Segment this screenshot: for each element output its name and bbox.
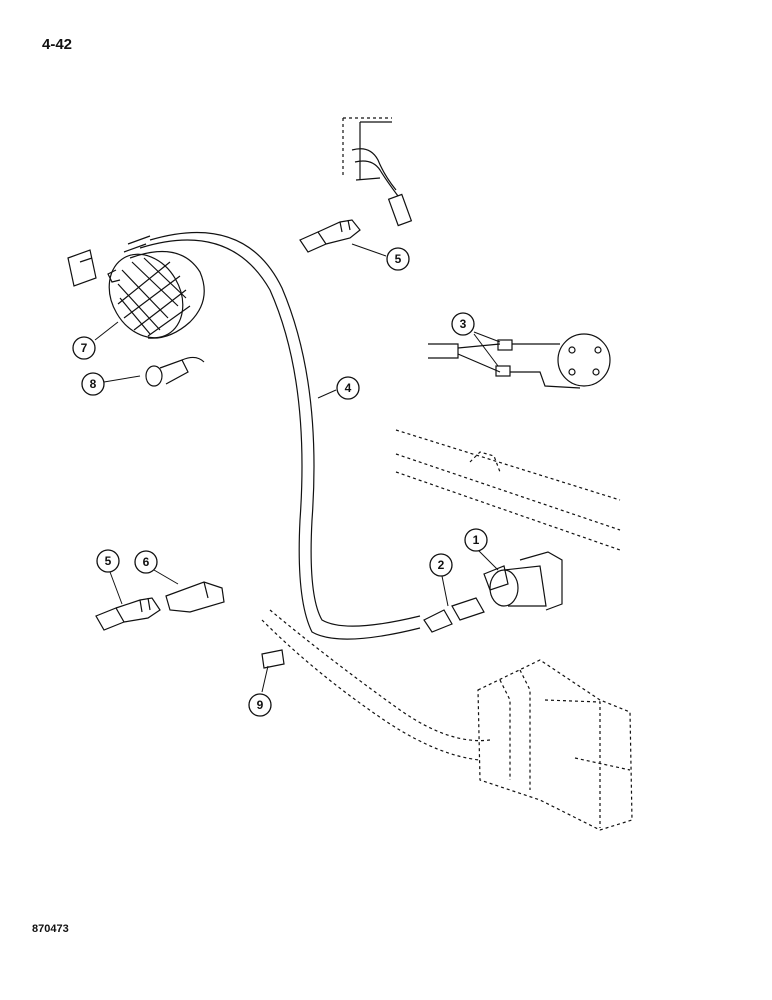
callout-9: 9 <box>248 693 272 717</box>
page-number: 4-42 <box>42 36 73 53</box>
cab-detail <box>342 117 413 227</box>
svg-text:8: 8 <box>90 377 97 391</box>
svg-text:4: 4 <box>345 381 352 395</box>
terminal-top <box>299 219 361 253</box>
connector-plug <box>423 597 485 633</box>
svg-text:5: 5 <box>395 252 402 266</box>
svg-text:9: 9 <box>257 698 264 712</box>
callout-5-lower: 5 <box>96 549 120 573</box>
callout-7: 7 <box>72 336 96 360</box>
callout-3: 3 <box>451 312 475 336</box>
work-lamp <box>67 249 205 339</box>
switch-sender <box>483 551 563 611</box>
svg-text:7: 7 <box>81 341 88 355</box>
figure-reference: 870473 <box>32 923 69 935</box>
callout-2: 2 <box>429 553 453 577</box>
callout-4: 4 <box>336 376 360 400</box>
wiring-harness <box>123 231 421 640</box>
callout-1: 1 <box>464 528 488 552</box>
leader-lines <box>94 243 501 693</box>
callouts: 1 2 3 4 5 5 6 7 <box>72 247 488 717</box>
wiring-schematic <box>428 333 611 389</box>
cable-clip <box>261 649 285 669</box>
callout-8: 8 <box>81 372 105 396</box>
svg-text:6: 6 <box>143 555 150 569</box>
svg-text:5: 5 <box>105 554 112 568</box>
frame-rail <box>395 429 621 551</box>
bulb <box>145 356 205 387</box>
insulator-boot <box>165 581 225 613</box>
callout-6: 6 <box>134 550 158 574</box>
svg-text:2: 2 <box>438 558 445 572</box>
svg-text:1: 1 <box>473 533 480 547</box>
svg-text:3: 3 <box>460 317 467 331</box>
terminal-lower <box>95 597 161 631</box>
callout-5-top: 5 <box>386 247 410 271</box>
control-valve <box>261 609 633 831</box>
